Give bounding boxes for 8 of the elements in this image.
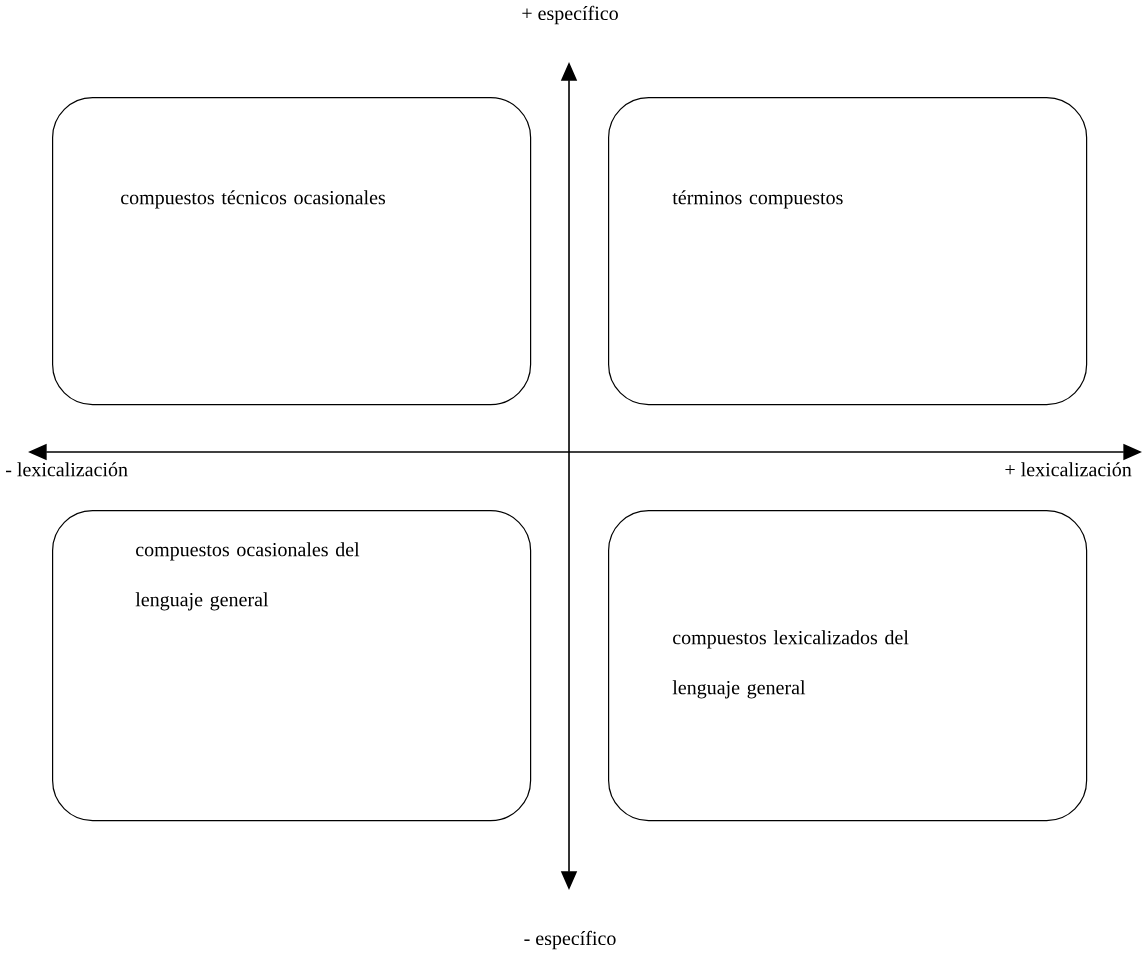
axis-label: - lexicalización <box>6 462 128 477</box>
category-box: compuestos lexicalizados del lenguaje general <box>608 510 1088 822</box>
category-box: compuestos técnicos ocasionales <box>52 97 532 406</box>
category-box: términos compuestos <box>608 97 1088 406</box>
category-box: compuestos ocasionales del lenguaje general <box>52 510 532 822</box>
axis-label: + lexicalización <box>1005 462 1132 477</box>
axis-label: - específico <box>524 930 616 950</box>
axis-label: + específico <box>522 5 618 25</box>
